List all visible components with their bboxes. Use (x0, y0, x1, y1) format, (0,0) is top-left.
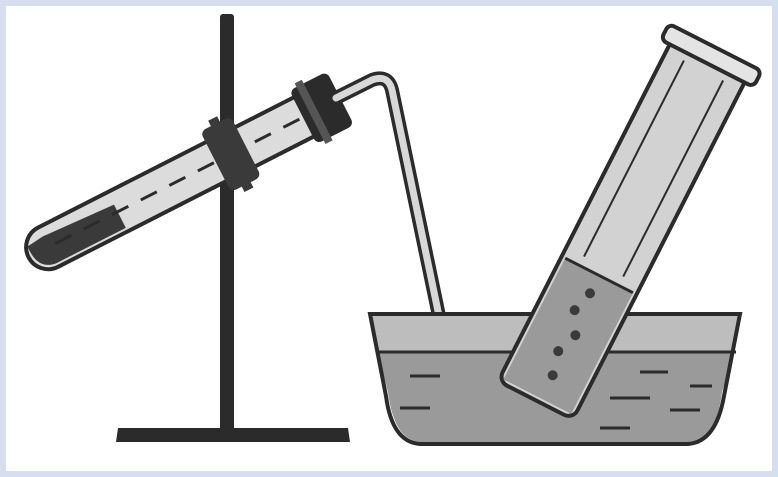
frame-bottom-border (0, 471, 778, 477)
frame-left-border (0, 0, 6, 477)
frame-right-border (772, 0, 778, 477)
heated-test-tube-icon (24, 73, 352, 272)
frame-top-border (0, 0, 778, 6)
collecting-tube-icon (499, 23, 762, 418)
gas-bubbles-icon (547, 288, 596, 381)
